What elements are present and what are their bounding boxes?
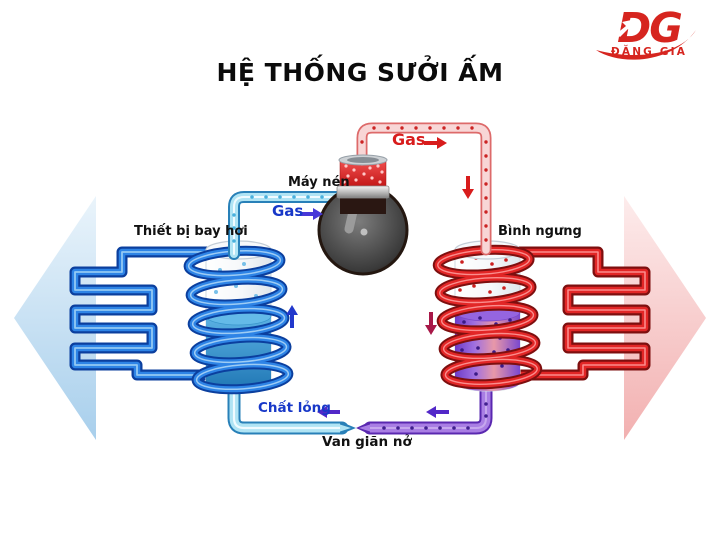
compressor-label: Máy nén: [288, 175, 350, 190]
refrigerant-dots: [382, 402, 488, 430]
piston-band: [336, 185, 390, 199]
liquid-label: Chất lỏng: [258, 400, 331, 416]
condenser-serpentine-pipe: [507, 246, 651, 381]
cold-air-out-arrow-icon: [14, 196, 96, 440]
evaporate-flow-up-arrow-icon: [286, 305, 298, 328]
discharge-gas-pipe: [356, 122, 492, 256]
condenser-label: Bình ngưng: [498, 224, 582, 239]
warm-air-out-arrow-icon: [624, 196, 706, 440]
discharge-gas-label: Gas: [392, 130, 426, 149]
compressor: [317, 154, 409, 276]
condense-flow-down-arrow-icon: [425, 312, 437, 335]
logo-company-name: ĐẶNG GIA: [611, 44, 687, 58]
hot-gas-flow-right-arrow-icon: [424, 137, 447, 149]
page-title: HỆ THỐNG SƯỞI ẤM: [216, 58, 504, 87]
suction-gas-label: Gas: [272, 202, 304, 220]
hot-gas-dots: [360, 126, 488, 242]
hot-gas-flow-down-arrow-icon: [462, 176, 474, 199]
liquid-line-pipe: [227, 377, 356, 435]
liquid-flow-left-arrow-icon: [317, 406, 340, 418]
expansion-flow-left-arrow-icon: [426, 406, 449, 418]
company-logo: DG ĐẶNG GIA: [590, 2, 702, 66]
expansion-line-pipe: [356, 379, 493, 435]
expansion-valve-label: Van giãn nở: [322, 434, 412, 450]
logo-arrow-icon: [616, 19, 636, 37]
evaporator-label: Thiết bị bay hơi: [134, 224, 248, 239]
evaporator-serpentine-pipe: [69, 246, 213, 381]
gas-flow-right-arrow-icon: [300, 208, 323, 220]
